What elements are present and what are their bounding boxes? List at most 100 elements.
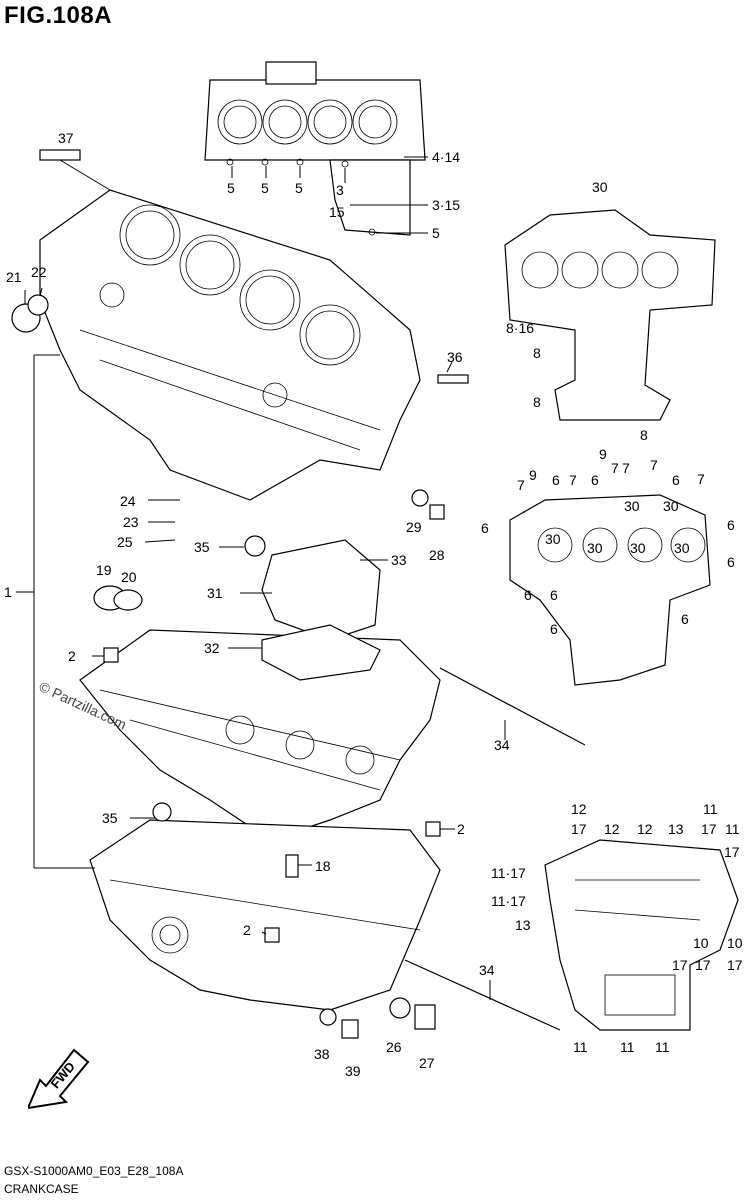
forward-direction-arrow: FWD (28, 1048, 90, 1110)
cylinder-gasket-view (204, 61, 426, 236)
callout-17-f: 17 (727, 957, 743, 973)
callout-6-h: 6 (550, 587, 558, 603)
callout-30-g: 30 (674, 540, 690, 556)
callout-29: 29 (406, 519, 422, 535)
callout-2-right: 2 (457, 821, 465, 837)
callout-9-b: 9 (529, 467, 537, 483)
o-ring-35a (244, 535, 266, 557)
callout-12-c: 12 (637, 821, 653, 837)
callout-4-14: 4·14 (432, 149, 460, 165)
callout-30-b: 30 (624, 498, 640, 514)
bottom-case-bolt-view (544, 839, 739, 1031)
callout-6-e: 6 (727, 517, 735, 533)
callout-30-c: 30 (663, 498, 679, 514)
callout-12-b: 12 (604, 821, 620, 837)
callout-3: 3 (336, 182, 344, 198)
callout-18: 18 (315, 858, 331, 874)
callout-8-a: 8 (533, 345, 541, 361)
callout-11-b: 11 (725, 821, 740, 837)
callout-17-a: 17 (571, 821, 587, 837)
gasket-29 (411, 489, 429, 507)
gasket-26 (389, 997, 411, 1019)
callout-35-lower: 35 (102, 810, 118, 826)
upper-crankcase (39, 189, 421, 501)
callout-6-c: 6 (672, 472, 680, 488)
bolt-34b (404, 959, 561, 1031)
oil-cover (261, 539, 381, 681)
callout-17-b: 17 (701, 821, 717, 837)
watermark: © Partzilla.com (37, 678, 129, 732)
section-name: CRANKCASE (4, 1182, 79, 1196)
callout-26: 26 (386, 1039, 402, 1055)
callout-2-upper: 2 (68, 648, 76, 664)
callout-6-j: 6 (681, 611, 689, 627)
callout-30-d: 30 (545, 531, 561, 547)
plug-39 (341, 1019, 359, 1039)
callout-30-e: 30 (587, 540, 603, 556)
callout-3-15: 3·15 (432, 197, 460, 213)
callout-8-b: 8 (533, 394, 541, 410)
plug-28 (429, 504, 445, 520)
callout-28: 28 (429, 547, 445, 563)
callout-11-a: 11 (703, 801, 718, 817)
dowel-2c (264, 927, 280, 943)
callout-11-d: 11 (620, 1039, 635, 1055)
callout-6-a: 6 (552, 472, 560, 488)
callout-7-e: 7 (650, 457, 658, 473)
callout-34-lower: 34 (479, 962, 495, 978)
upper-case-bolt-view (504, 209, 716, 421)
callout-13-a: 13 (668, 821, 684, 837)
callout-20: 20 (121, 569, 137, 585)
lower-crankcase (79, 629, 441, 841)
o-ring-35b (152, 802, 172, 822)
callout-33: 33 (391, 552, 407, 568)
jet-18 (285, 854, 299, 878)
callout-7-b: 7 (569, 472, 577, 488)
callout-10-b: 10 (727, 935, 743, 951)
callout-5-b: 5 (261, 180, 269, 196)
callout-7-f: 7 (697, 471, 705, 487)
callout-17-e: 17 (695, 957, 711, 973)
callout-8-c: 8 (640, 427, 648, 443)
callout-6-i: 6 (550, 621, 558, 637)
callout-7-d: 7 (622, 460, 630, 476)
callout-7-a: 7 (517, 477, 525, 493)
callout-2-lower: 2 (243, 922, 251, 938)
callout-31: 31 (207, 585, 223, 601)
callout-11-e: 11 (655, 1039, 670, 1055)
callout-6-d: 6 (481, 520, 489, 536)
callout-11-17-a: 11·17 (491, 865, 526, 881)
callout-37: 37 (58, 130, 74, 146)
callout-10-a: 10 (693, 935, 709, 951)
callout-11-c: 11 (573, 1039, 588, 1055)
callout-30-f: 30 (630, 540, 646, 556)
callout-12-a: 12 (571, 801, 587, 817)
callout-25: 25 (117, 534, 133, 550)
model-code: GSX-S1000AM0_E03_E28_108A (4, 1164, 184, 1178)
callout-9-a: 9 (599, 446, 607, 462)
callout-39: 39 (345, 1063, 361, 1079)
callout-24: 24 (120, 493, 136, 509)
callout-5-d: 5 (432, 225, 440, 241)
bearing-20 (113, 589, 143, 611)
bolt-34a (439, 667, 586, 746)
callout-38: 38 (314, 1046, 330, 1062)
callout-5-c: 5 (295, 180, 303, 196)
gasket-22 (27, 294, 49, 316)
callout-11-17-b: 11·17 (491, 893, 526, 909)
bolt-36 (437, 374, 469, 384)
callout-17-d: 17 (672, 957, 688, 973)
callout-6-b: 6 (591, 472, 599, 488)
callout-27: 27 (419, 1055, 435, 1071)
oil-pan (89, 819, 441, 1011)
callout-21: 21 (6, 269, 22, 285)
callout-6-g: 6 (524, 587, 532, 603)
callout-35-upper: 35 (194, 539, 210, 555)
callout-5-a: 5 (227, 180, 235, 196)
callout-30-top: 30 (592, 179, 608, 195)
callout-7-c: 7 (611, 460, 619, 476)
callout-17-c: 17 (724, 844, 740, 860)
callout-15: 15 (329, 204, 345, 220)
